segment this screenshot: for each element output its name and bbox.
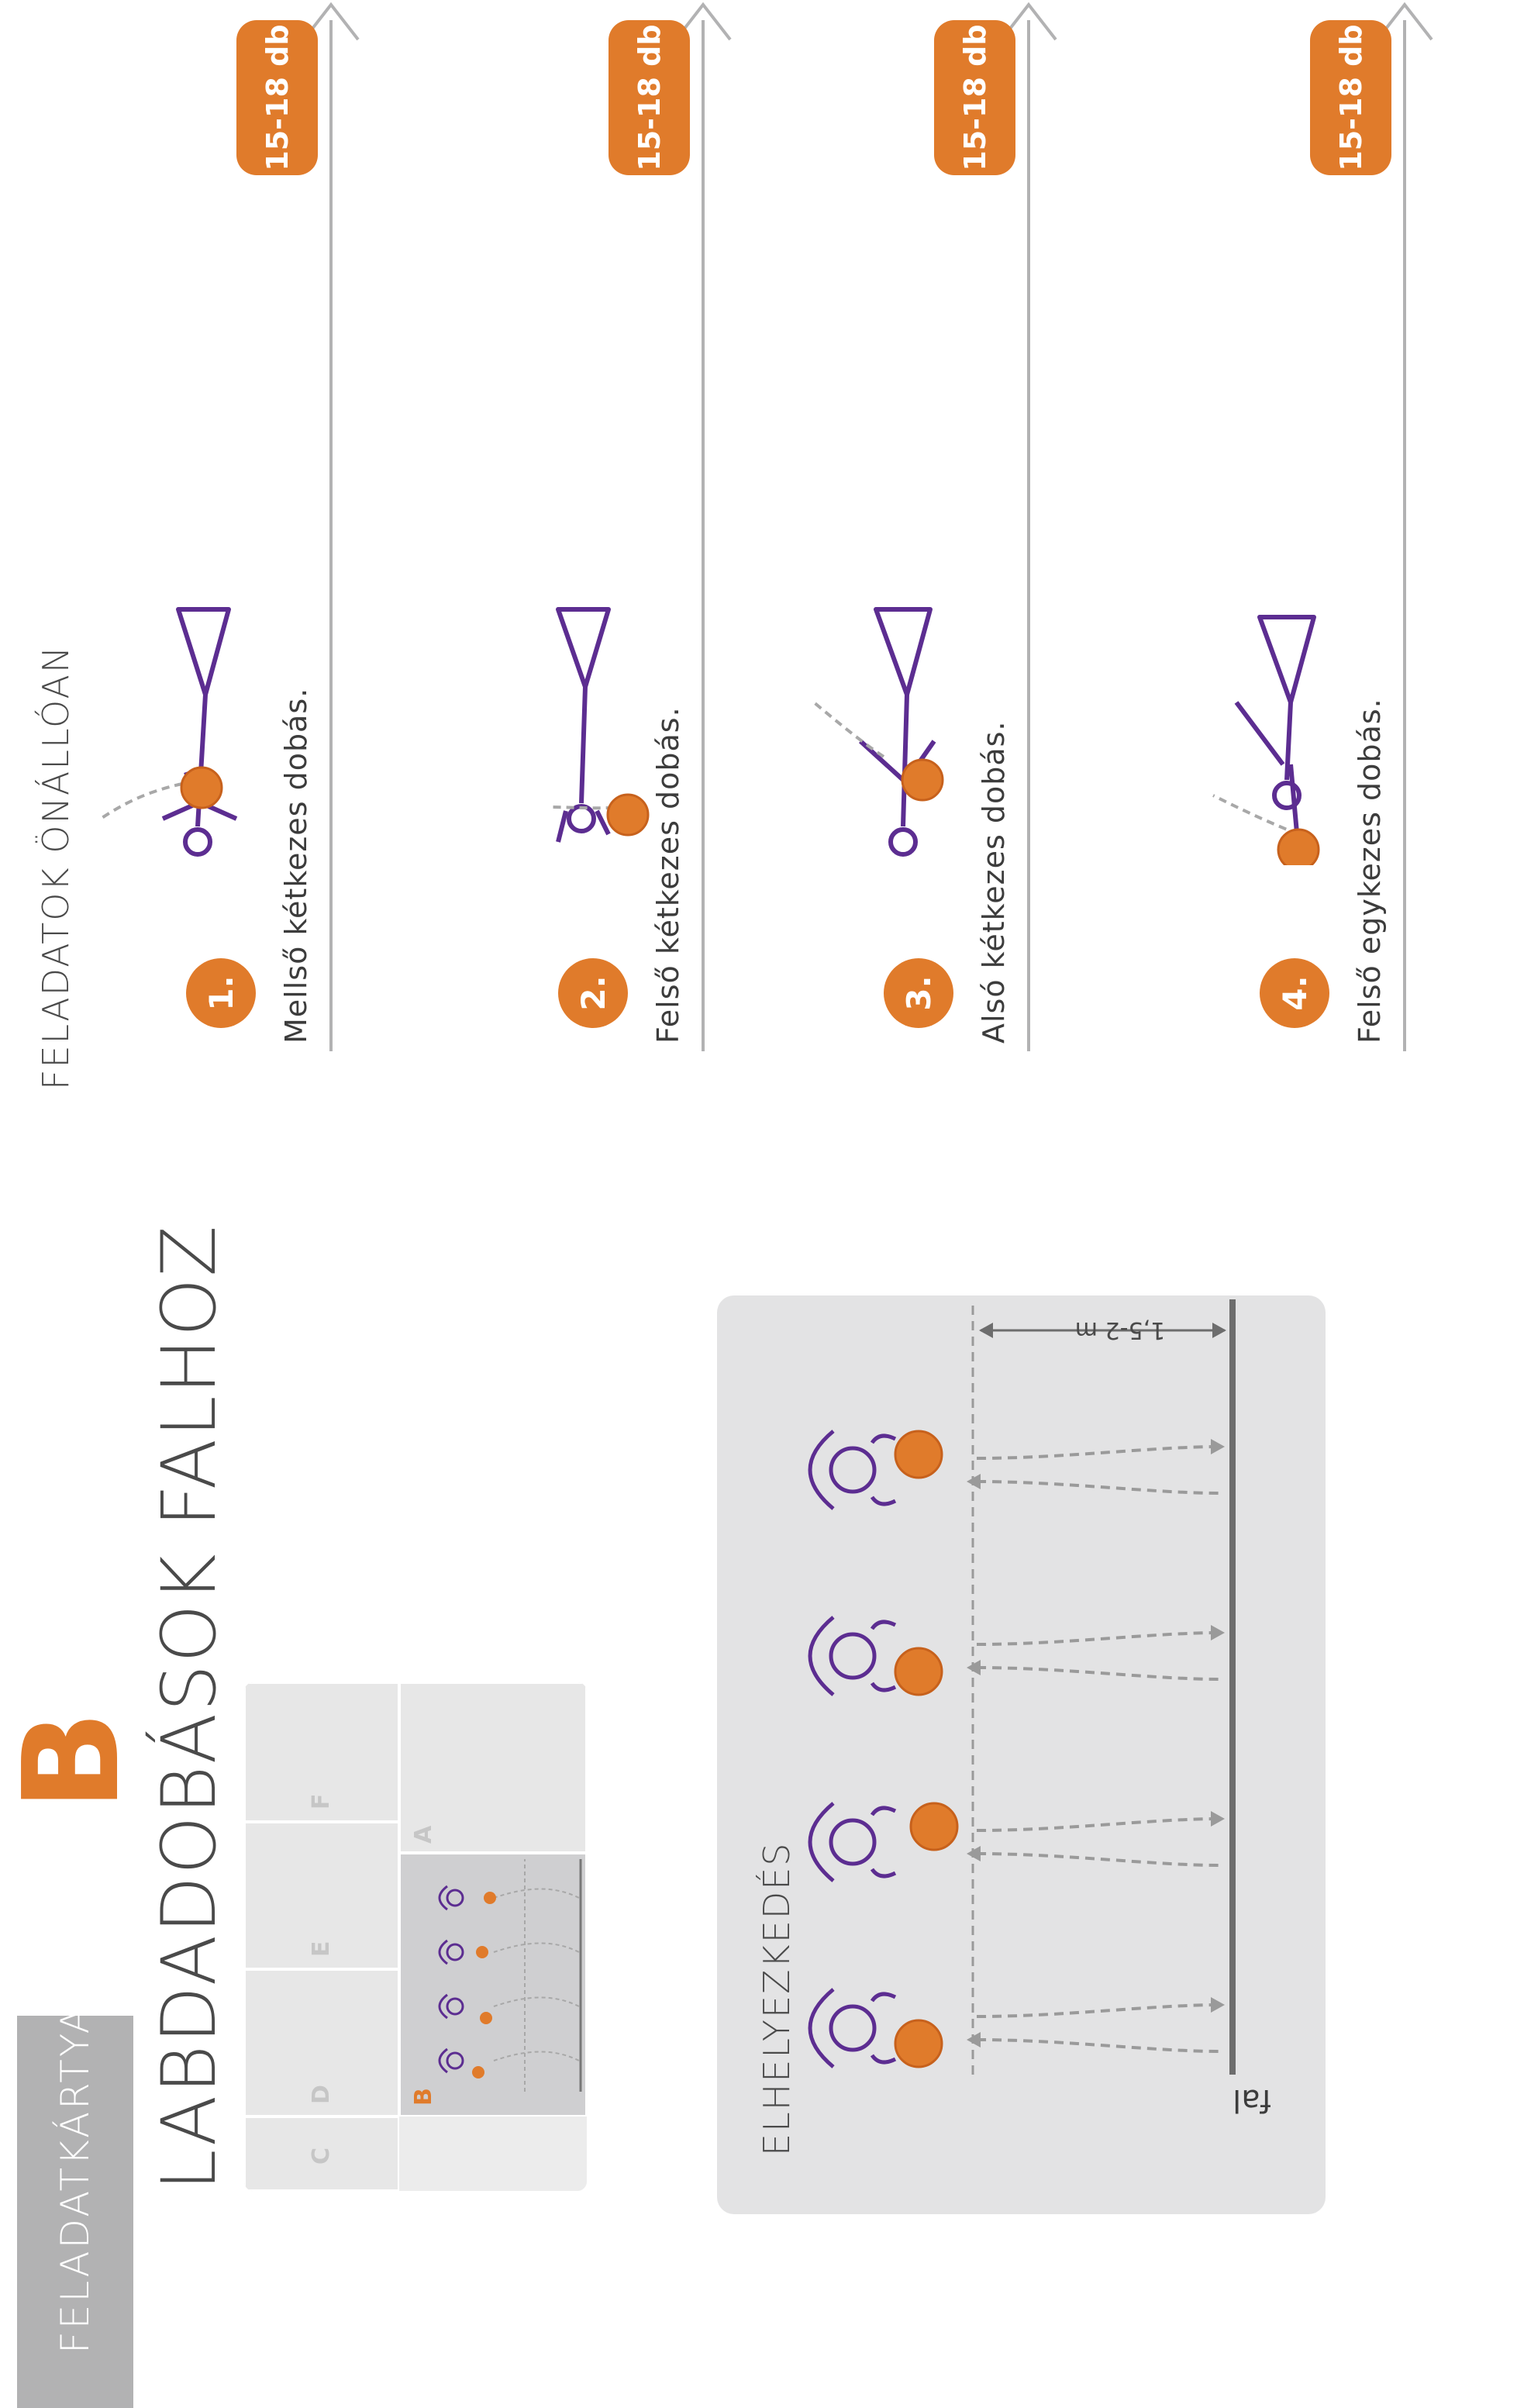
exercise-baseline-2 (702, 20, 705, 1051)
exercise-count-badge-4: 15-18 db (1310, 20, 1391, 175)
exercise-count-badge-1: 15-18 db (236, 20, 318, 175)
thrower-figure-4 (1212, 615, 1320, 865)
exercise-baseline-1 (329, 20, 333, 1051)
station-cell-a: A (399, 1682, 587, 1853)
exercise-number-4: 4. (1260, 958, 1329, 1028)
station-b-thumbnail (438, 1859, 582, 2092)
exercise-baseline-4 (1403, 20, 1406, 1051)
exercise-number-1: 1. (186, 958, 256, 1028)
wall-label: fal (1233, 2082, 1271, 2118)
thrower-lane-4 (808, 1430, 1225, 1510)
card-type-label: FELADATKÁRTYA (53, 2005, 98, 2354)
station-grid: C D E F B (244, 1682, 587, 2191)
card-type-band: FELADATKÁRTYA (17, 2005, 133, 2408)
exercise-baseline-3 (1027, 20, 1030, 1051)
card-letter: B (0, 1710, 149, 1811)
thrower-figure-3 (812, 607, 944, 857)
thrower-lane-1 (808, 1988, 1225, 2068)
setup-diagram: 1,5-2 m fal (808, 1299, 1271, 2118)
exercise-count-badge-2: 15-18 db (609, 20, 690, 175)
distance-label: 1,5-2 m (1075, 1316, 1165, 1344)
thrower-figure-2 (550, 607, 650, 843)
exercise-number-3: 3. (884, 958, 953, 1028)
station-cell-e: E (244, 1822, 399, 1969)
thrower-lane-2 (808, 1802, 1225, 1882)
station-cell-b: B (399, 1853, 587, 2116)
page-title: LABDADOBÁSOK FALHOZ (146, 1223, 233, 2191)
thrower-figure-1 (99, 607, 238, 857)
exercise-count-badge-3: 15-18 db (934, 20, 1015, 175)
station-cell-c: C (244, 2116, 399, 2191)
exercise-number-2: 2. (558, 958, 628, 1028)
station-cell-d: D (244, 1969, 399, 2116)
thrower-lane-3 (808, 1616, 1225, 1696)
station-cell-f: F (244, 1682, 399, 1822)
